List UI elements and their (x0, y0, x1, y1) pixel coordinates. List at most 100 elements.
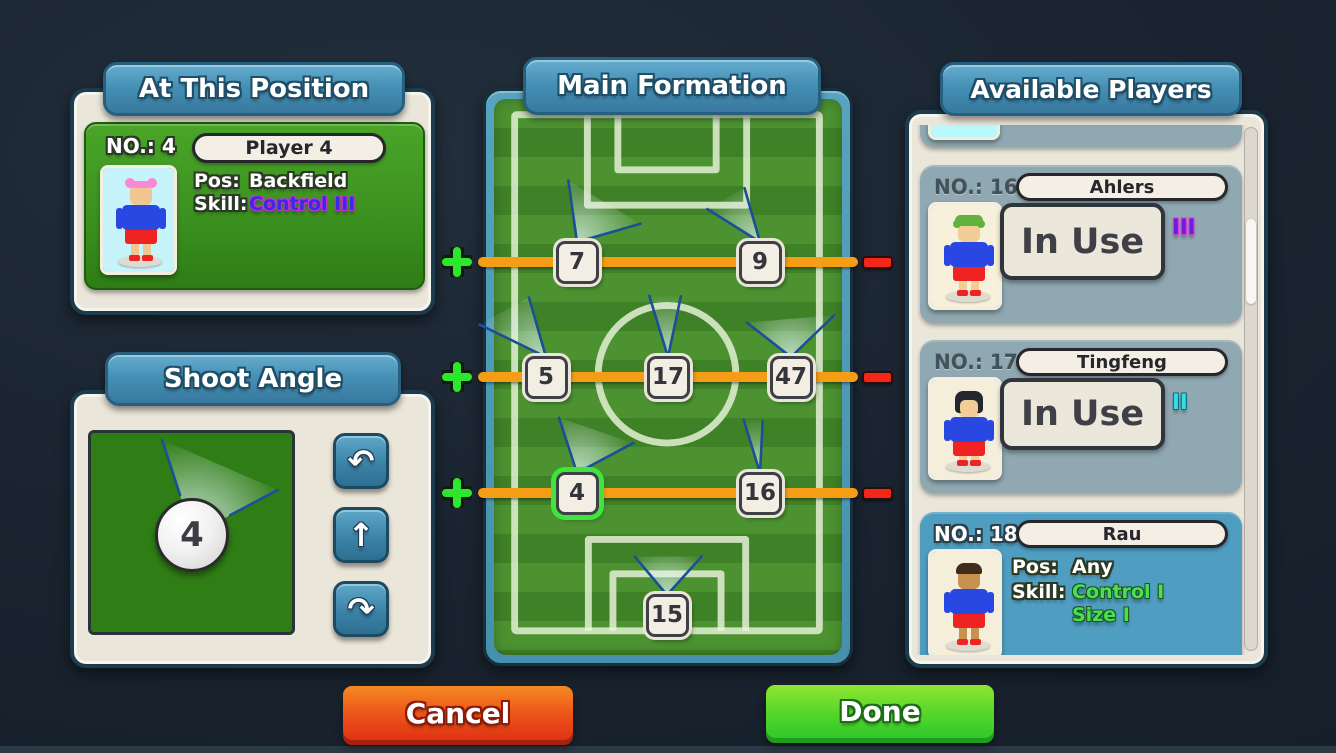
pos-label: Pos: (194, 170, 240, 192)
player-name-pill: Rau (1016, 520, 1228, 548)
figure-leg (143, 243, 151, 258)
rotate-cw-icon: ↷ (347, 590, 375, 628)
figure-face (960, 400, 978, 415)
scrollbar-thumb[interactable] (1246, 219, 1256, 304)
formation-player-47[interactable]: 47 (769, 355, 813, 399)
skill-value: Size I (1072, 604, 1130, 626)
formation-player-4[interactable]: 4 (555, 471, 599, 515)
in-use-stamp: In Use (1000, 203, 1165, 280)
player-avatar (928, 549, 1002, 655)
skill-label: Skill: (194, 193, 248, 215)
pos-value: Backfield (249, 170, 348, 192)
formation-player-7[interactable]: 7 (555, 240, 599, 284)
player-name: Rau (1102, 523, 1142, 545)
figure-arm (944, 592, 951, 613)
selected-player-card: NO.: 4 Player 4 Pos: Backfield Skill: Co… (84, 122, 425, 290)
figure-base (946, 291, 990, 302)
rotate-ccw-button[interactable]: ↶ (333, 433, 389, 489)
rotate-up-button[interactable]: ↑ (333, 507, 389, 563)
player-name-pill: Tingfeng (1016, 348, 1228, 376)
add-player-button-row-2[interactable] (438, 358, 476, 396)
player-name: Ahlers (1089, 176, 1155, 198)
rotate-cw-button[interactable]: ↷ (333, 581, 389, 637)
rotate-up-icon: ↑ (347, 516, 375, 554)
plus-icon (438, 474, 476, 512)
in-use-stamp: In Use (1000, 378, 1165, 450)
bottom-edge-strip (0, 746, 1336, 753)
player-number-label: NO.: 18 (934, 522, 1018, 546)
available-players-header: Available Players (940, 62, 1242, 116)
player-avatar (100, 165, 177, 275)
skill-level-badge: III (1172, 215, 1196, 239)
figure-shirt (950, 417, 988, 442)
player-card-partial[interactable] (920, 125, 1242, 147)
scrollbar-track[interactable] (1244, 127, 1258, 651)
player-name: Tingfeng (1077, 351, 1167, 373)
remove-player-button-row-3[interactable] (862, 487, 893, 500)
figure-head (130, 184, 152, 205)
formation-player-9[interactable]: 9 (738, 240, 782, 284)
available-players-title: Available Players (970, 74, 1212, 104)
player-avatar (928, 377, 1002, 480)
figure-leg (959, 278, 967, 293)
skill-label: Skill: (1012, 581, 1066, 603)
figure-hair (125, 178, 135, 188)
player-avatar (928, 125, 1000, 140)
player-name-pill: Player 4 (192, 133, 386, 163)
player-name-pill: Ahlers (1016, 173, 1228, 201)
player-card-16[interactable]: NO.: 16 Ahlers In Use III (920, 165, 1242, 323)
shoot-angle-preview: 4 (88, 430, 295, 635)
formation-player-5[interactable]: 5 (524, 355, 568, 399)
done-button[interactable]: Done (766, 685, 994, 738)
figure-leg (971, 278, 979, 293)
player-name: Player 4 (245, 137, 333, 159)
avatar-figure (931, 125, 997, 137)
figure-arm (159, 208, 166, 229)
pos-label: Pos: (1012, 556, 1058, 578)
add-player-button-row-1[interactable] (438, 243, 476, 281)
figure-arm (944, 245, 951, 266)
shoot-angle-panel: 4 ↶ ↑ ↷ (70, 390, 435, 668)
formation-player-15[interactable]: 15 (645, 593, 689, 637)
figure-head (958, 221, 980, 242)
figure-base (118, 256, 162, 267)
figure-leg (959, 627, 967, 642)
remove-player-button-row-2[interactable] (862, 371, 893, 384)
formation-player-17[interactable]: 17 (646, 355, 690, 399)
figure-shoe (142, 255, 153, 261)
remove-player-button-row-1[interactable] (862, 256, 893, 269)
rotate-ccw-icon: ↶ (347, 442, 375, 480)
player-avatar (928, 202, 1002, 310)
formation-player-16[interactable]: 16 (738, 471, 782, 515)
formation-row-bar (478, 488, 858, 498)
add-player-button-row-3[interactable] (438, 474, 476, 512)
avatar-figure (931, 552, 999, 655)
figure-arm (944, 420, 951, 441)
figure-shorts (953, 265, 985, 281)
figure-hair (955, 215, 983, 226)
shoot-angle-title: Shoot Angle (163, 364, 343, 394)
formation-row-bar (478, 257, 858, 267)
figure-base (946, 461, 990, 472)
figure-shoe (970, 290, 981, 296)
figure-shorts (125, 228, 157, 244)
main-formation-title: Main Formation (557, 71, 787, 101)
at-this-position-title: At This Position (138, 74, 370, 104)
figure-shirt (950, 589, 988, 614)
figure-hair (131, 181, 151, 188)
skill-value: Control III (249, 193, 356, 215)
avatar-figure (103, 168, 174, 272)
figure-arm (987, 245, 994, 266)
figure-shoe (129, 255, 140, 261)
player-number-label: NO.: 16 (934, 175, 1018, 199)
skill-value: Control I (1072, 581, 1165, 603)
cancel-button[interactable]: Cancel (343, 686, 573, 740)
skill-level-badge: II (1172, 390, 1188, 414)
figure-shoe (957, 460, 968, 466)
figure-leg (971, 627, 979, 642)
player-number-label: NO.: 4 (106, 134, 176, 158)
